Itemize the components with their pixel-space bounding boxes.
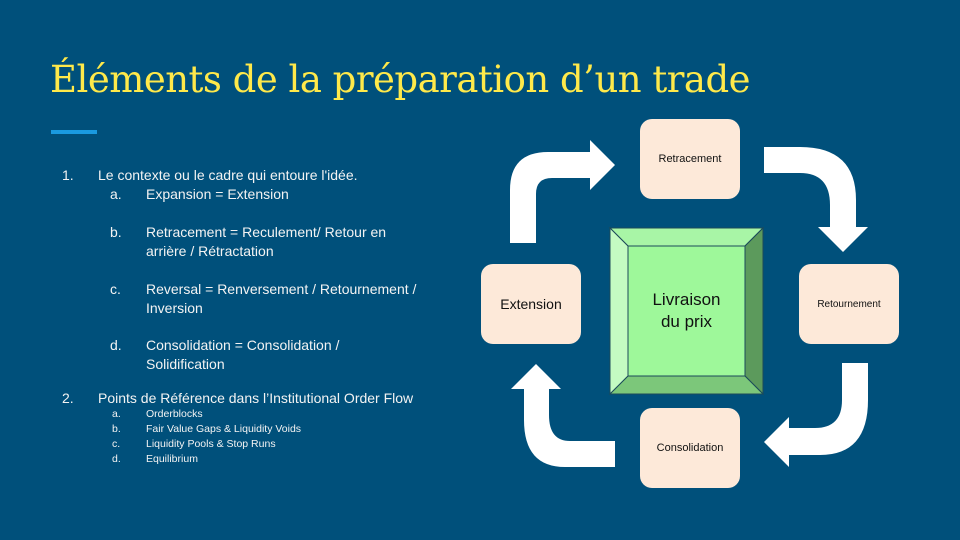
arrow-retournement-to-consolidation-icon — [764, 363, 868, 467]
sub-item-1d-line1: Consolidation = Consolidation / — [146, 337, 340, 353]
sub-marker-2c: c. — [112, 438, 121, 450]
center-label-line2: du prix — [660, 312, 712, 331]
center-bevel-box — [608, 226, 765, 396]
arrow-extension-to-retracement-icon — [510, 140, 615, 243]
list-item-2-text: Points de Référence dans l’Institutional… — [98, 390, 414, 406]
sub-item-1d-line2: Solidification — [146, 356, 225, 372]
slide-title: Éléments de la préparation d’un trade — [50, 58, 751, 101]
node-retracement-label: Retracement — [658, 153, 722, 165]
list-item-1-text: Le contexte ou le cadre qui entoure l'id… — [98, 167, 358, 183]
node-retournement-label: Retournement — [817, 298, 881, 310]
node-extension-label: Extension — [500, 296, 562, 312]
sub-item-1b-line2: arrière / Rétractation — [146, 243, 274, 259]
sub-marker-1a: a. — [110, 186, 122, 202]
node-retournement: Retournement — [799, 264, 899, 344]
sub-marker-1b: b. — [110, 224, 122, 240]
sub-marker-2a: a. — [112, 408, 121, 420]
sub-marker-1d: d. — [110, 337, 122, 353]
sub-marker-2b: b. — [112, 423, 121, 435]
sub-marker-2d: d. — [112, 453, 121, 465]
sub-marker-1c: c. — [110, 281, 121, 297]
node-consolidation: Consolidation — [640, 408, 740, 488]
node-extension: Extension — [481, 264, 581, 344]
sub-item-1a: Expansion = Extension — [146, 186, 289, 202]
center-label-livraison-du-prix: Livraison du prix — [628, 246, 745, 376]
sub-item-2b: Fair Value Gaps & Liquidity Voids — [146, 423, 302, 435]
sub-item-2a: Orderblocks — [146, 408, 203, 420]
arrow-retracement-to-retournement-icon — [764, 147, 868, 252]
title-accent-rule — [51, 130, 97, 134]
sub-item-1c-line1: Reversal = Renversement / Retournement / — [146, 281, 417, 297]
node-consolidation-label: Consolidation — [656, 442, 724, 454]
sub-item-1b-line1: Retracement = Reculement/ Retour en — [146, 224, 387, 240]
center-label-line1: Livraison — [652, 289, 721, 309]
sub-item-2c: Liquidity Pools & Stop Runs — [146, 438, 276, 450]
list-marker-2: 2. — [62, 390, 74, 406]
sub-item-2d: Equilibrium — [146, 453, 198, 465]
sub-item-1c-line2: Inversion — [146, 300, 203, 316]
arrow-consolidation-to-extension-icon — [511, 364, 615, 467]
node-retracement: Retracement — [640, 119, 740, 199]
list-marker-1: 1. — [62, 167, 74, 183]
